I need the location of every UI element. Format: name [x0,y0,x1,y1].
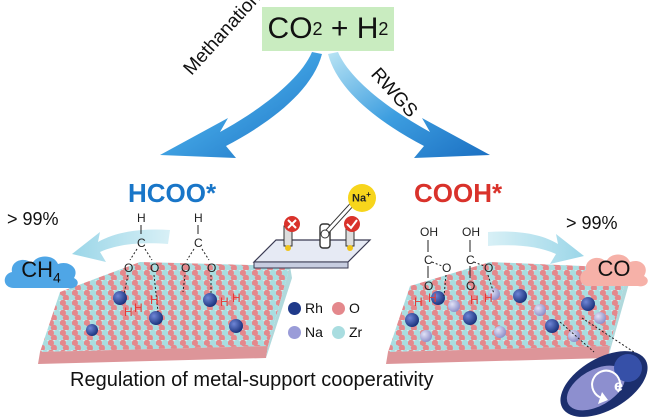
co-product-cloud: CO [576,248,651,290]
methane-formula: CH [21,256,53,282]
atom-o: O [466,279,475,293]
atom-o: O [181,261,190,275]
reactant-h2-subscript: 2 [378,18,389,39]
atom-o: O [442,261,451,275]
right-product-arrow-icon [488,231,584,264]
co-formula: CO [597,256,631,281]
atom-h-red: H [124,305,133,319]
methanation-arrow-icon [160,52,322,158]
rwgs-arrow-icon [328,52,490,158]
reactant-co2-subscript: 2 [312,18,323,39]
reactant-co2: CO [267,12,313,45]
legend-na-label: Na [305,324,323,340]
electron-zoom-icon [559,317,648,417]
cooh-molecules: OH C O O OH C O O H H H H [414,225,495,309]
atom-c: C [424,253,433,267]
left-product-arrow-icon [72,229,170,262]
left-catalyst-surface [38,262,292,364]
cloud-icon [4,256,78,289]
atom-h: H [194,211,203,225]
atom-o: O [484,261,493,275]
atom-h-red: H [484,291,493,305]
hcoo-molecules: H C O O H C O O H H H H H [123,211,241,319]
rh-sphere-icon [288,301,301,315]
atom-h-red: H [220,295,229,309]
promoter-switch [252,184,376,269]
right-catalyst-surface [386,262,630,364]
co-selectivity: > 99% [566,213,618,233]
atom-h-red: H [470,293,479,307]
atom-h-red: H [428,291,437,305]
legend-rh: Rh [288,300,323,316]
atom-h-red: H [134,301,143,315]
atom-h-red: H [414,295,423,309]
atom-h-red: H [232,291,241,305]
atom-o: O [207,261,216,275]
sodium-label: Na [352,192,367,205]
legend-o-label: O [349,300,360,316]
sodium-charge: + [366,190,371,199]
cooh-intermediate-label: COOH* [414,178,503,208]
methane-subscript: 4 [52,269,61,286]
cloud-icon [580,254,648,287]
diagram-caption: Regulation of metal-support cooperativit… [70,369,434,391]
o-sphere-icon [332,301,345,315]
methane-product-cloud: CH4 [0,250,82,292]
atom-o: O [124,261,133,275]
na-sphere-icon [288,325,301,339]
atom-o: O [150,261,159,275]
legend-zr: Zr [332,324,362,340]
legend-zr-label: Zr [349,324,363,340]
electron-label: e [614,378,623,395]
atom-c: C [194,236,203,250]
reactant-h2: + H [322,12,379,45]
atom-h-red: H [150,293,159,307]
atom-oh: OH [462,225,480,239]
atom-c: C [137,236,146,250]
legend-rh-label: Rh [305,300,323,316]
zr-sphere-icon [332,325,345,339]
legend-na: Na [288,324,323,340]
atom-h: H [137,211,146,225]
hcoo-intermediate-label: HCOO* [128,178,217,208]
atom-c: C [466,253,475,267]
methane-selectivity: > 99% [7,209,59,229]
atom-o: O [424,279,433,293]
sodium-promoter-label: Na+ [352,190,371,205]
legend-o: O [332,300,360,316]
atom-oh: OH [420,225,438,239]
